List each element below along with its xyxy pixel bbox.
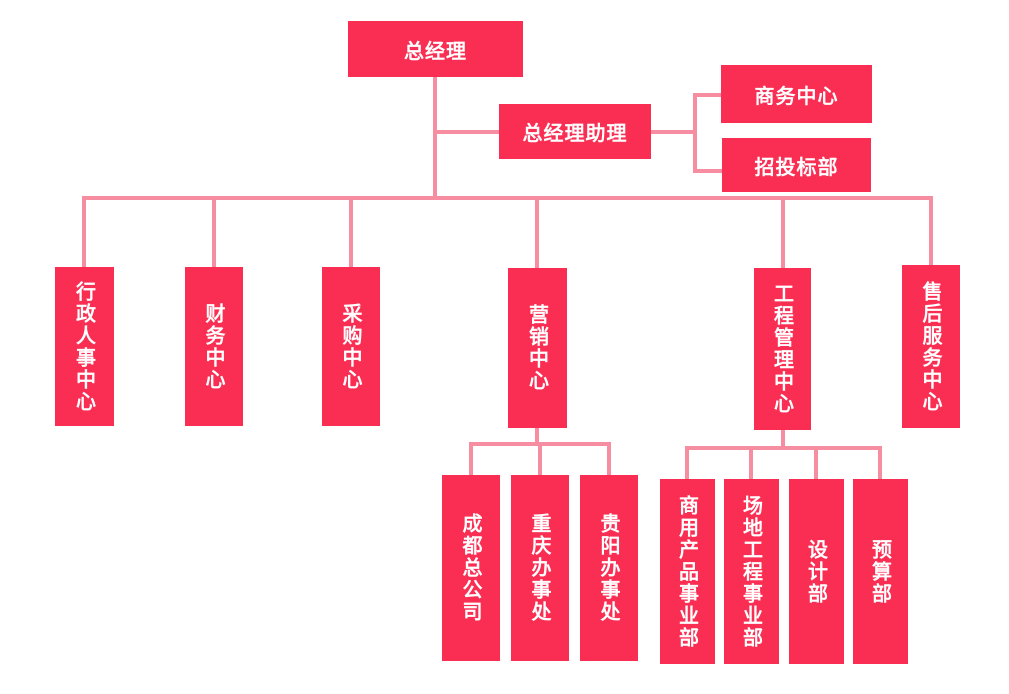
node-site-engineering-div: 场地工程事业部	[724, 479, 779, 664]
node-budget-dept: 预算部	[853, 479, 908, 664]
connector-drop-budget	[878, 448, 882, 480]
connector-to-bidding-dept	[695, 169, 726, 173]
connector-drop-engineering	[781, 198, 785, 269]
node-bidding-dept: 招投标部	[722, 138, 871, 192]
connector-to-business-center	[695, 93, 725, 97]
node-after-sales-center: 售后服务中心	[902, 265, 960, 428]
node-commercial-product-div: 商用产品事业部	[660, 479, 715, 664]
connector-engineering-trunk	[781, 428, 785, 450]
node-gm-assistant: 总经理助理	[499, 104, 651, 159]
connector-drop-chongqing	[538, 444, 542, 476]
connector-drop-finance	[212, 198, 216, 268]
node-admin-hr-center: 行政人事中心	[55, 267, 114, 426]
connector-marketing-trunk	[535, 426, 539, 446]
connector-drop-design	[814, 448, 818, 480]
node-procurement-center: 采购中心	[322, 267, 380, 426]
connector-drop-commercial	[685, 448, 689, 480]
connector-drop-marketing	[535, 198, 539, 269]
connector-engineering-bar	[685, 446, 882, 450]
node-guiyang-office: 贵阳办事处	[580, 475, 638, 661]
node-chongqing-office: 重庆办事处	[511, 475, 569, 661]
connector-drop-after-sales	[929, 196, 933, 266]
node-engineering-mgmt-center: 工程管理中心	[754, 268, 811, 430]
connector-gm-trunk	[433, 74, 437, 200]
connector-assistant-right	[647, 130, 695, 134]
node-finance-center: 财务中心	[185, 267, 243, 426]
node-business-center: 商务中心	[721, 65, 872, 123]
node-chengdu-hq: 成都总公司	[442, 475, 500, 661]
connector-assistant-vertical	[693, 93, 697, 173]
connector-to-assistant	[433, 130, 503, 134]
node-general-manager: 总经理	[348, 21, 523, 77]
connector-drop-admin-hr	[82, 198, 86, 268]
connector-drop-site-eng	[749, 448, 753, 480]
node-design-dept: 设计部	[789, 479, 844, 664]
connector-main-horizontal	[82, 196, 933, 200]
connector-drop-guiyang	[607, 444, 611, 476]
connector-drop-chengdu	[469, 444, 473, 476]
connector-drop-procurement	[349, 198, 353, 268]
node-marketing-center: 营销中心	[508, 268, 567, 428]
